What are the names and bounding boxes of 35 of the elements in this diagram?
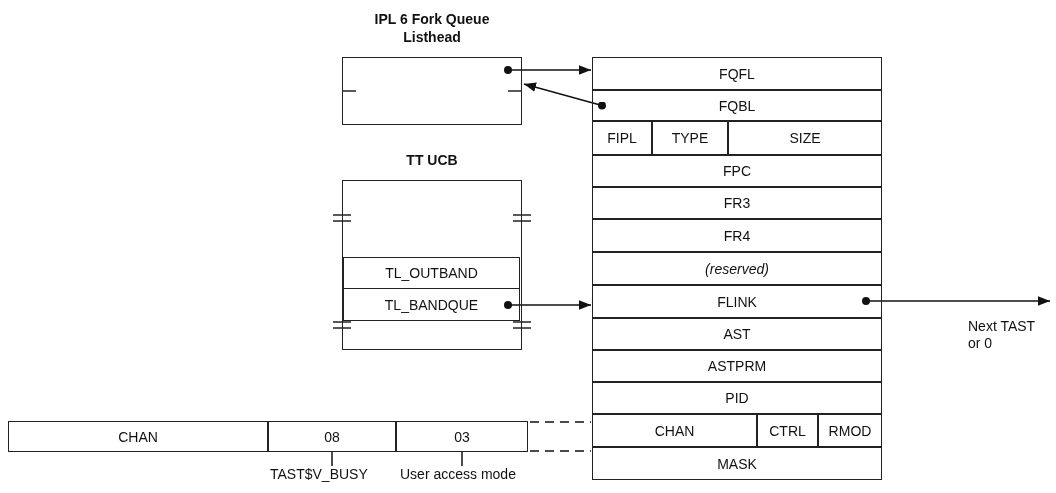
field-cell: FQBL [592, 90, 882, 121]
pointer-label: Next TAST or 0 [968, 318, 1040, 352]
field-cell: RMOD [818, 414, 882, 447]
field-cell: MASK [592, 447, 882, 480]
field-cell: 08 [268, 421, 396, 452]
field-cell: ASTPRM [592, 350, 882, 382]
bit-label: User access mode [400, 466, 516, 483]
field-cell: SIZE [728, 121, 882, 155]
field-cell: (reserved) [592, 252, 882, 285]
field-cell: FQFL [592, 57, 882, 90]
leader-line [461, 451, 463, 467]
field-cell: PID [592, 382, 882, 414]
dashed-line [529, 450, 592, 452]
leader-line [331, 451, 333, 467]
arrow [523, 82, 606, 110]
field-cell: FPC [592, 155, 882, 187]
field-cell: FIPL [592, 121, 652, 155]
field-cell: CTRL [757, 414, 818, 447]
box-heading: IPL 6 Fork Queue Listhead [373, 10, 491, 46]
field-cell: FR3 [592, 187, 882, 219]
arrow [862, 296, 1051, 306]
arrow [504, 300, 592, 310]
field-cell: CHAN [8, 421, 268, 452]
field-cell: CHAN [592, 414, 757, 447]
field-cell: TL_BANDQUE [343, 289, 520, 321]
box-heading: TT UCB [405, 151, 459, 169]
bit-label: TAST$V_BUSY [270, 466, 368, 483]
field-cell: TL_OUTBAND [343, 257, 520, 289]
field-cell: AST [592, 318, 882, 350]
arrow [504, 65, 592, 75]
field-cell: 03 [396, 421, 528, 452]
dashed-line [529, 421, 592, 423]
field-cell: TYPE [652, 121, 728, 155]
field-cell: FR4 [592, 219, 882, 252]
field-cell: FLINK [592, 285, 882, 318]
